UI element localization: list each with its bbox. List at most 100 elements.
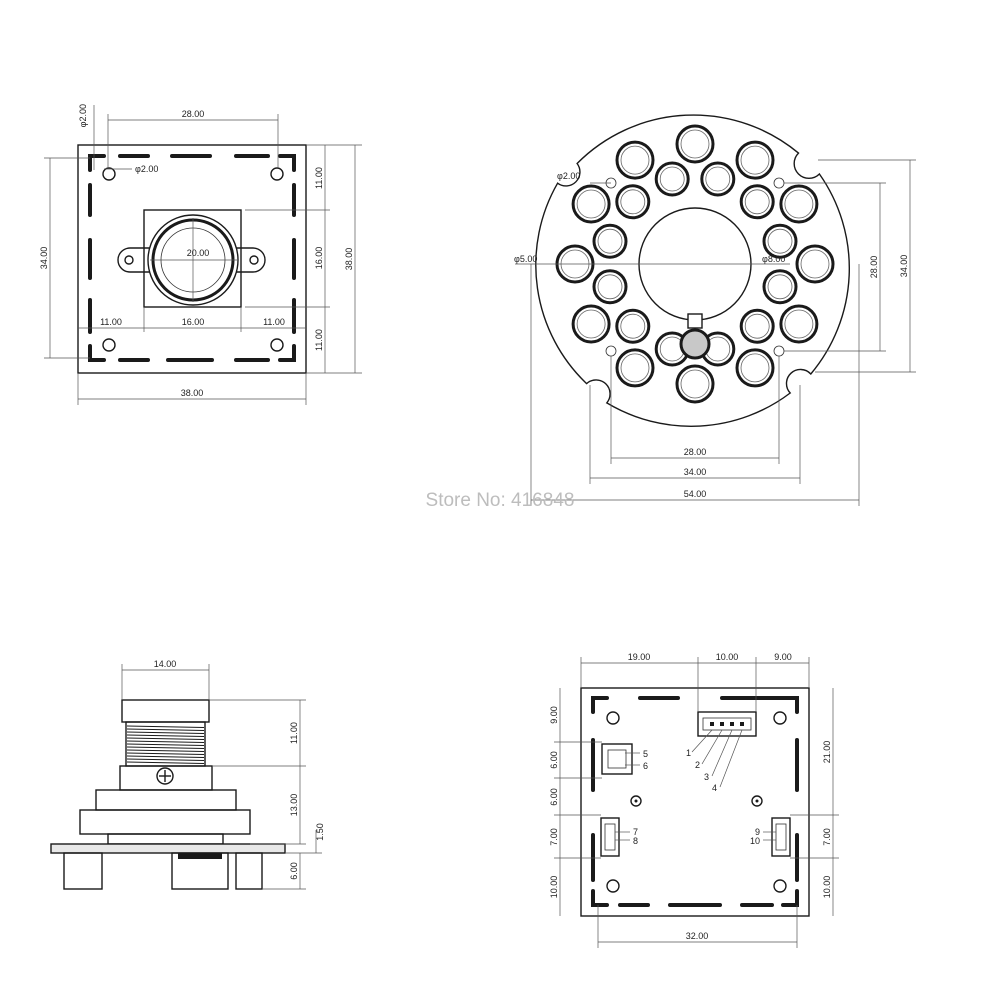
- led: [615, 348, 655, 388]
- inner-dash-frame: [591, 696, 799, 907]
- led: [654, 161, 690, 197]
- led: [615, 184, 651, 220]
- pin-label: 6: [643, 761, 648, 771]
- dim-overall-width: 38.00: [181, 388, 204, 398]
- led-board-view: φ2.00 φ5.00 φ8.00 28.00 34.00 28.00 34.0…: [514, 114, 916, 506]
- dim-left-2: 6.00: [549, 751, 559, 769]
- led: [779, 304, 819, 344]
- dim-right-top: 11.00: [314, 167, 324, 189]
- led: [571, 184, 611, 224]
- dim-right-mid: 16.00: [314, 247, 324, 270]
- pin-label: 7: [633, 827, 638, 837]
- mount-hole: [270, 167, 284, 181]
- led: [592, 269, 628, 305]
- mount-hole: [606, 711, 620, 725]
- pcb: [50, 843, 286, 854]
- center-hole-notch: [687, 313, 703, 329]
- dim-hole-dia: φ2.00: [557, 171, 580, 181]
- dim-width-mid: 34.00: [684, 467, 707, 477]
- lens-threads: [126, 725, 205, 764]
- mount-hole: [773, 711, 787, 725]
- dim-lens-height: 11.00: [289, 722, 299, 744]
- dim-left-4: 7.00: [549, 828, 559, 846]
- led: [739, 184, 775, 220]
- lens-mount: [119, 765, 213, 791]
- board-outline: [77, 144, 307, 374]
- pin-label: 9: [755, 827, 760, 837]
- mount-hole: [102, 167, 116, 181]
- lens-ear-right: [236, 247, 266, 273]
- mount-hole: [270, 338, 284, 352]
- dim-pin-length: 6.00: [289, 862, 299, 880]
- dim-width-inner: 28.00: [684, 447, 707, 457]
- watermark: Store No: 416848: [426, 490, 575, 511]
- led: [675, 364, 715, 404]
- led: [735, 348, 775, 388]
- mount-hole: [606, 879, 620, 893]
- lens-ear-left: [117, 247, 150, 273]
- dim-top-mid: 10.00: [716, 652, 739, 662]
- led: [762, 223, 798, 259]
- dim-body-height: 13.00: [289, 794, 299, 817]
- pin-label: 2: [695, 760, 700, 770]
- holder-base: [95, 789, 237, 811]
- dim-center-hole-right: φ8.00: [762, 254, 785, 264]
- pin-label: 3: [704, 772, 709, 782]
- side-view: 14.00 11.00 13.00 1.50 6.00: [50, 659, 325, 890]
- dim-left-5: 10.00: [549, 876, 559, 899]
- dim-hole-dia: φ2.00: [135, 164, 158, 174]
- pin-label: 8: [633, 836, 638, 846]
- dim-lens-width: 14.00: [154, 659, 177, 669]
- dim-top-right: 9.00: [774, 652, 792, 662]
- mount-hole: [102, 338, 116, 352]
- connector-2pin-b: [600, 817, 620, 857]
- dim-hole-dia-vertical: φ2.00: [78, 104, 88, 127]
- dim-lens-dia: 20.00: [187, 248, 210, 258]
- dim-pcb-thickness: 1.50: [315, 823, 325, 841]
- dim-left-1: 9.00: [549, 706, 559, 724]
- dim-center-hole-left: φ5.00: [514, 254, 537, 264]
- dim-right-mid: 7.00: [822, 828, 832, 846]
- top-view: 28.00 φ2.00 φ2.00 20.00 34.00 11.00 16.0…: [39, 104, 362, 405]
- connector-right: [235, 852, 263, 890]
- dim-right-top: 21.00: [822, 741, 832, 764]
- led: [700, 161, 736, 197]
- dim-top-left: 19.00: [628, 652, 651, 662]
- connector-4pin: [697, 711, 757, 737]
- dim-left-height: 34.00: [39, 247, 49, 270]
- lens-holder: [143, 209, 242, 308]
- dim-bottom-width: 32.00: [686, 931, 709, 941]
- dim-overall-height: 38.00: [344, 248, 354, 271]
- dim-right-bot: 11.00: [314, 329, 324, 351]
- led-board-outline: [535, 114, 850, 427]
- dim-width-outer: 54.00: [684, 489, 707, 499]
- via: [751, 795, 763, 807]
- dim-bottom-right: 11.00: [263, 317, 285, 327]
- led-array: [555, 124, 835, 404]
- led: [615, 308, 651, 344]
- dim-height-inner: 28.00: [869, 256, 879, 279]
- photo-sensor: [679, 328, 711, 360]
- screw-head: [156, 767, 174, 785]
- dim-bottom-mid: 16.00: [182, 317, 205, 327]
- board-hole: [773, 177, 785, 189]
- board-hole: [773, 345, 785, 357]
- mount-hole: [773, 879, 787, 893]
- led: [571, 304, 611, 344]
- dim-height-outer: 34.00: [899, 255, 909, 278]
- bottom-view: 1 2 3 4 5 6 7 8 9 10 19.00 10.00 9.00 9.…: [549, 652, 839, 948]
- pin-label: 1: [686, 748, 691, 758]
- led: [795, 244, 835, 284]
- pin-label: 4: [712, 783, 717, 793]
- dim-right-bot: 10.00: [822, 876, 832, 899]
- dim-bottom-left: 11.00: [100, 317, 122, 327]
- connector-2pin-c: [771, 817, 791, 857]
- ear-screw: [124, 255, 134, 265]
- led: [739, 308, 775, 344]
- pin-label: 10: [750, 836, 760, 846]
- holder-foot: [107, 833, 224, 845]
- led: [592, 223, 628, 259]
- connector-left: [63, 852, 103, 890]
- inner-dash-frame: [88, 154, 296, 362]
- connector-pins: [178, 853, 222, 859]
